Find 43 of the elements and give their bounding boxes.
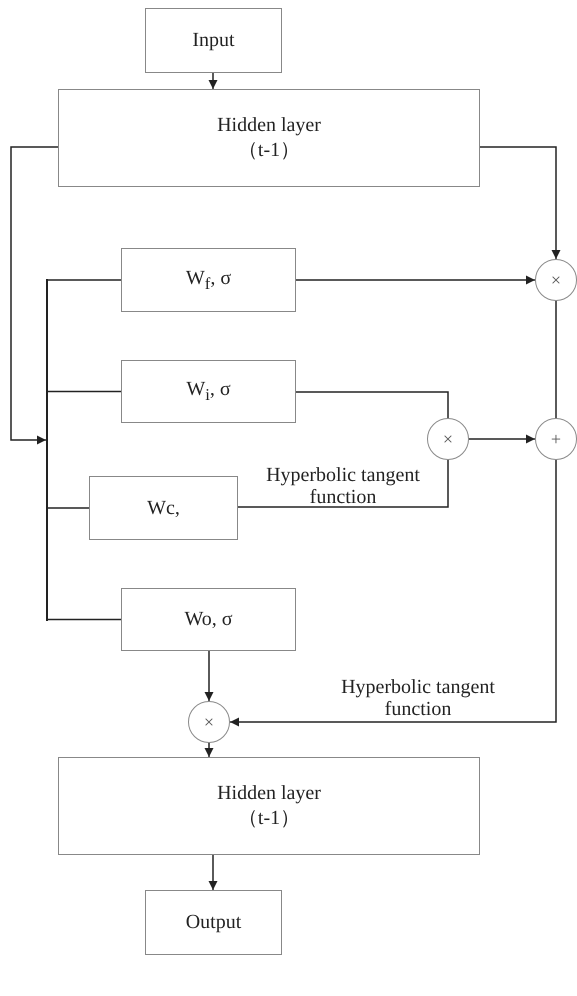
input-box (145, 8, 282, 73)
multiply-operator (535, 259, 577, 301)
connector-line (296, 391, 449, 418)
hidden-layer-box (58, 757, 480, 855)
node-label: Output (186, 910, 242, 935)
node-label: Wo, σ (184, 607, 233, 632)
output-box (145, 890, 282, 955)
gate-box (89, 476, 238, 540)
connector-line (238, 460, 449, 508)
multiply-operator (427, 418, 469, 460)
arrow (208, 73, 218, 89)
add-operator (535, 418, 577, 460)
arrow (10, 146, 58, 444)
node-label: Hidden layer （t-1） (216, 781, 322, 831)
arrow (230, 460, 557, 726)
arrow (204, 651, 214, 701)
operator-symbol: × (550, 270, 562, 290)
hidden-layer-box (58, 89, 480, 187)
arrow (480, 146, 560, 259)
node-label: W$_{i}$, σ (186, 377, 231, 406)
node-label: Input (192, 28, 235, 53)
arrow (296, 276, 535, 284)
bus-line (46, 279, 48, 621)
edge-label: Hyperbolic tangent function (265, 464, 421, 508)
gate-box (121, 248, 296, 312)
arrow (208, 855, 218, 890)
connector-line (48, 279, 121, 281)
connector-line (48, 618, 121, 620)
gate-box (121, 360, 296, 423)
operator-symbol: × (204, 712, 214, 732)
operator-symbol: + (550, 428, 562, 450)
operator-symbol: × (442, 428, 454, 450)
node-label: W$_{f}$, σ (186, 266, 232, 294)
arrow (204, 743, 214, 757)
node-label: Hidden layer （t-1） (216, 113, 322, 163)
multiply-operator (188, 701, 230, 743)
connector-line (555, 301, 557, 418)
gate-box (121, 588, 296, 651)
arrow (469, 434, 535, 444)
node-label: Wc, (147, 496, 180, 520)
connector-line (48, 507, 89, 509)
connector-line (48, 390, 121, 392)
edge-label: Hyperbolic tangent function (340, 676, 496, 720)
